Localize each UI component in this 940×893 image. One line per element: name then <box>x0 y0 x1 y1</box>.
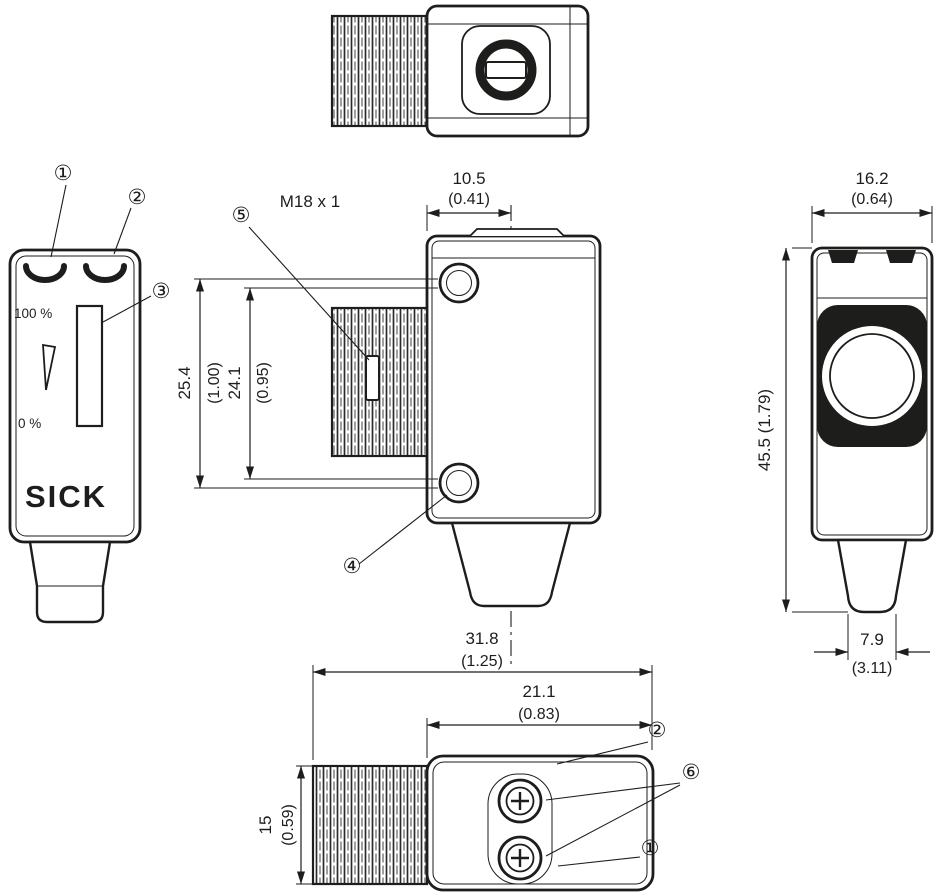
callout-1: ① <box>54 162 73 185</box>
dim-hole-offset-mm: 10.5 <box>452 169 485 188</box>
top-view <box>330 4 590 138</box>
cable-gland-rear <box>836 538 908 614</box>
callout-6: ⑥ <box>682 761 701 784</box>
leader-line <box>113 207 132 255</box>
dim-housing-depth-mm: 15 <box>256 816 275 835</box>
callout-3: ③ <box>152 280 171 303</box>
lens-opening <box>822 326 922 426</box>
dim-gland-width-inch: (3.11) <box>852 660 893 677</box>
callout-4: ④ <box>343 555 362 578</box>
dim-length-total-mm: 31.8 <box>465 629 498 648</box>
dim-hole-span-outer-inch: (1.00) <box>206 362 223 404</box>
housing-contour-line <box>432 761 648 885</box>
housing-contour-line <box>431 240 596 519</box>
mounting-hole-top-inner <box>446 270 472 296</box>
adjustment-screw-bottom-head <box>505 843 535 873</box>
adjustment-indicator-triangle <box>42 343 57 391</box>
dim-housing-width-inch: (0.64) <box>851 191 893 208</box>
top-cap-bump <box>469 228 565 237</box>
dim-length-total-inch: (1.25) <box>461 653 503 670</box>
mounting-hole-top <box>438 262 480 304</box>
sender-lens <box>23 263 67 283</box>
leader-line <box>557 856 641 867</box>
leader-line <box>545 782 681 801</box>
housing-contour-line <box>15 255 135 537</box>
side-view: 10.5 (0.41) 25.4 (1.00) 24.1 (0.95) M18 … <box>175 169 602 668</box>
lens-ring <box>829 333 915 419</box>
dim-length-body-mm: 21.1 <box>522 682 555 701</box>
dim-housing-height: 45.5 (1.79) <box>755 389 774 471</box>
lens-window-rear <box>886 250 916 263</box>
leader-line <box>50 184 67 258</box>
screw-boss-outline <box>487 773 553 885</box>
front-view: 100 % 0 % SICK ① ② ③ <box>8 162 171 624</box>
thread-spec-label: M18 x 1 <box>280 192 340 211</box>
callout-2: ② <box>128 186 147 209</box>
adjuster-slot <box>485 61 527 79</box>
receiver-lens <box>83 263 127 283</box>
callout-2-bottom: ② <box>648 719 667 742</box>
leader-line <box>556 741 649 765</box>
brand-logo: SICK <box>25 479 107 514</box>
adjustment-screw-top-head <box>505 786 535 816</box>
lens-window-rear <box>828 250 858 263</box>
housing-body-bottom <box>425 754 655 892</box>
callout-5: ⑤ <box>232 204 251 227</box>
rear-view: 16.2 (0.64) 45.5 (1.79) 7.9 (3.11) <box>755 169 934 677</box>
dim-housing-width-mm: 16.2 <box>855 169 888 188</box>
threaded-barrel-bottom <box>311 764 429 886</box>
mounting-hole-bottom-inner <box>446 470 472 496</box>
scale-0-label: 0 % <box>18 416 41 431</box>
mounting-hole-bottom <box>438 462 480 504</box>
dim-housing-depth-inch: (0.59) <box>280 804 297 846</box>
dim-hole-span-inner-inch: (0.95) <box>255 362 272 404</box>
cable-gland-front <box>28 540 112 624</box>
dim-hole-span-outer-mm: 25.4 <box>175 366 194 399</box>
leader-line <box>248 226 370 361</box>
adjuster-bezel <box>461 25 551 115</box>
leader-line <box>358 494 448 565</box>
leader-line <box>545 784 681 857</box>
dim-hole-span-inner-mm: 24.1 <box>225 366 244 399</box>
threaded-barrel-top <box>330 14 429 128</box>
bottom-view: 31.8 (1.25) 21.1 (0.83) 15 (0.59) ② ⑥ ① <box>256 629 701 892</box>
dim-hole-offset-inch: (0.41) <box>448 191 490 208</box>
dim-length-body-inch: (0.83) <box>518 706 560 723</box>
scale-100-label: 100 % <box>14 306 52 321</box>
cable-gland-side <box>450 521 572 608</box>
led-indicator-window <box>75 304 104 428</box>
barrel-slot <box>365 355 380 401</box>
leader-line <box>102 295 152 323</box>
adjuster-ring <box>475 39 537 101</box>
dim-gland-width-mm: 7.9 <box>860 630 884 649</box>
callout-1-bottom: ① <box>641 837 660 860</box>
